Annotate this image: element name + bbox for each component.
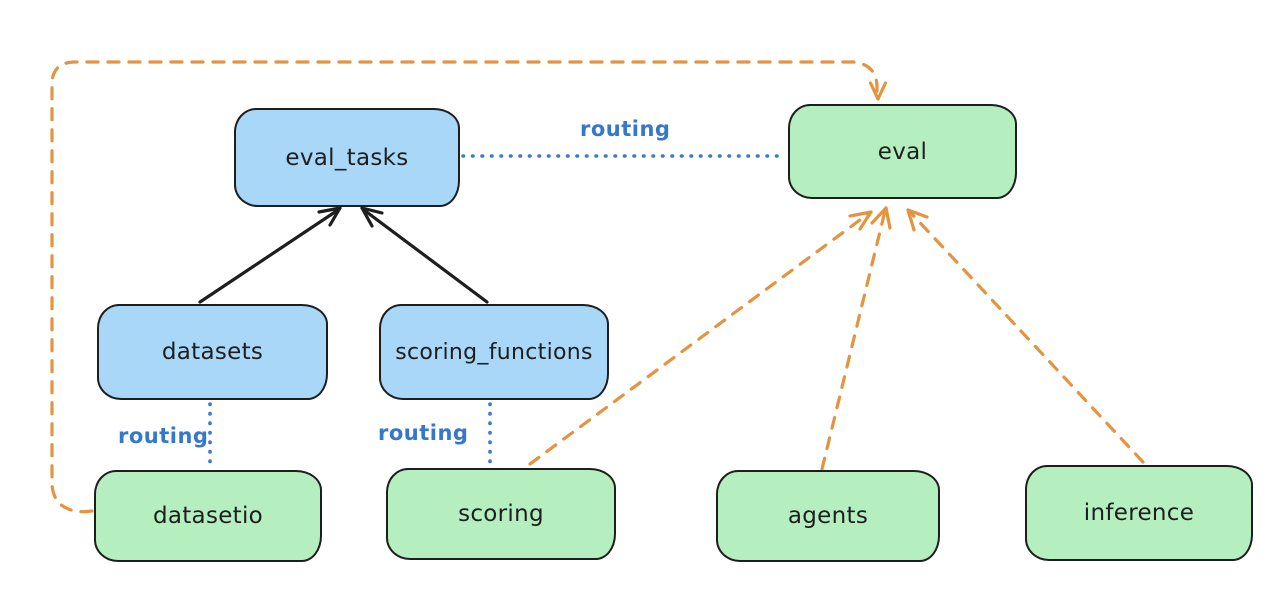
node-eval: eval [788,104,1017,199]
edge-scoring-to-eval [528,210,873,466]
edge-datasets-to-eval-tasks [198,206,342,304]
edge-agents-to-eval [820,206,892,471]
node-scoring-functions-label: scoring_functions [395,339,593,365]
node-inference-label: inference [1083,500,1195,526]
node-scoring-functions: scoring_functions [379,304,609,400]
node-eval-tasks-label: eval_tasks [285,144,409,171]
routing-label-datasets-datasetio: routing [118,424,209,448]
node-eval-tasks: eval_tasks [234,108,460,207]
node-scoring-label: scoring [458,501,544,527]
node-datasets-label: datasets [161,339,264,365]
node-datasets: datasets [97,304,328,400]
edge-inference-to-eval [906,208,1145,464]
node-agents-label: agents [787,503,869,529]
node-eval-label: eval [877,138,928,165]
edge-datasetio-to-eval [50,60,888,514]
node-datasetio: datasetio [94,470,322,562]
node-agents: agents [716,470,940,562]
routing-label-eval-tasks-eval: routing [580,117,671,141]
node-scoring: scoring [386,468,616,560]
node-datasetio-label: datasetio [152,503,264,529]
edge-scoring-functions-to-eval-tasks [360,206,489,304]
routing-label-scoring-functions-scoring: routing [378,421,469,445]
node-inference: inference [1025,465,1253,561]
